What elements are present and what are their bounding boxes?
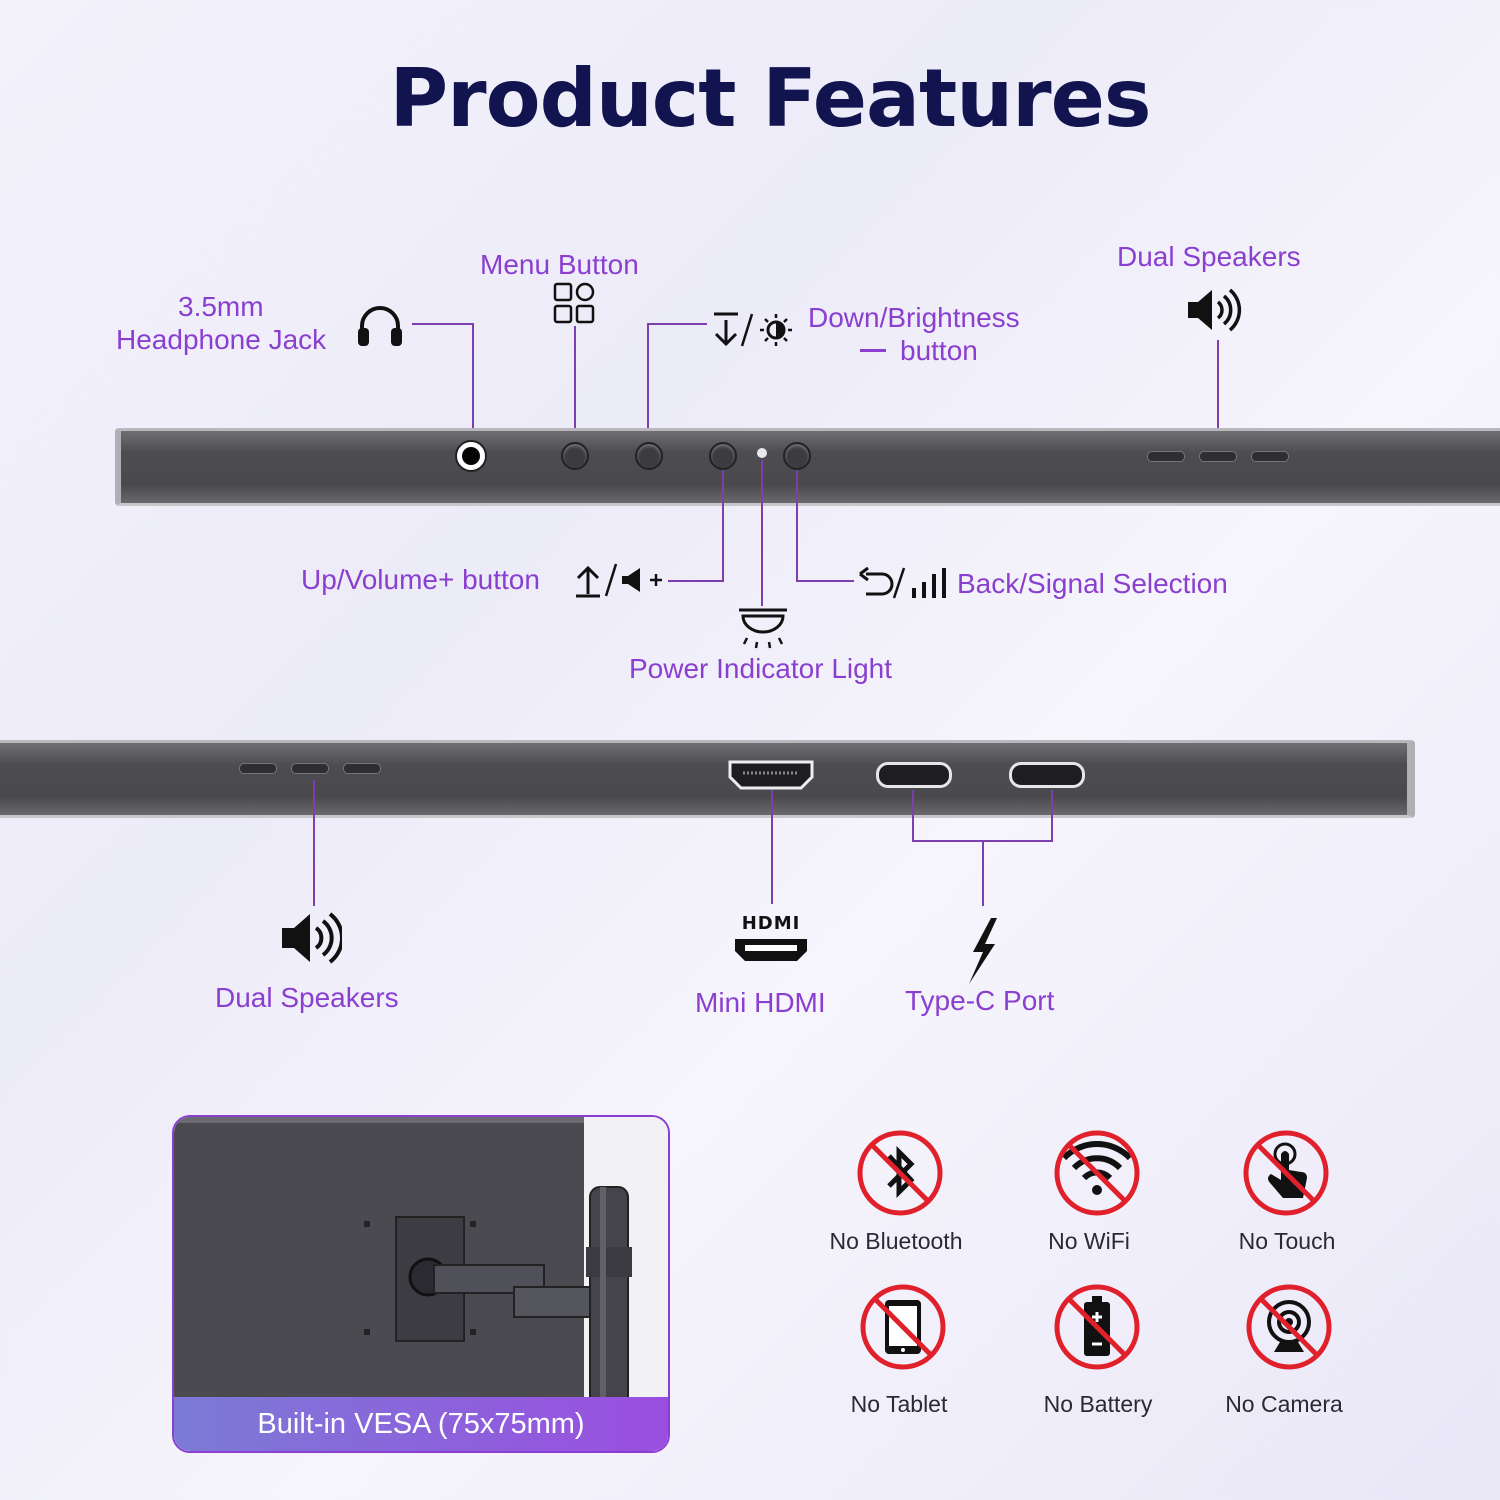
- connector-line: [796, 580, 854, 582]
- usb-c-port-2: [1009, 762, 1085, 788]
- vesa-card: Built-in VESA (75x75mm): [172, 1115, 670, 1453]
- monitor-top-edge: [115, 428, 1500, 506]
- up-volume-icon: [570, 560, 668, 600]
- connector-line: [722, 470, 724, 582]
- monitor-side-edge: [0, 740, 1415, 818]
- no-camera-icon: [1244, 1282, 1334, 1372]
- up-volume-label: Up/Volume+ button: [301, 564, 540, 595]
- connector-line: [796, 470, 798, 582]
- speaker-slot: [291, 763, 329, 774]
- no-tablet-icon: [858, 1282, 948, 1372]
- speaker-icon: [1186, 286, 1242, 334]
- speaker-slot: [1147, 451, 1185, 462]
- no-camera-label: No Camera: [1225, 1391, 1343, 1417]
- mini-hdmi-label: Mini HDMI: [695, 987, 826, 1018]
- no-touch-icon: [1241, 1128, 1331, 1218]
- connector-line: [912, 790, 914, 842]
- connector-line: [412, 323, 474, 325]
- minus-dash: [860, 349, 886, 352]
- down-brightness-label: Down/Brightness: [808, 302, 1020, 333]
- down-brightness-icon: [708, 310, 800, 350]
- menu-hw-button: [561, 442, 589, 470]
- power-light-icon: [737, 606, 789, 650]
- connector-line: [1051, 790, 1053, 842]
- connector-line: [1217, 340, 1219, 434]
- down-hw-button: [635, 442, 663, 470]
- no-bluetooth-label: No Bluetooth: [829, 1228, 963, 1254]
- power-indicator-label: Power Indicator Light: [629, 653, 893, 684]
- connector-line: [647, 323, 707, 325]
- dual-speakers-top-label: Dual Speakers: [1117, 241, 1301, 272]
- headphone-jack: [455, 440, 487, 472]
- connector-line: [472, 323, 474, 439]
- type-c-label: Type-C Port: [905, 985, 1055, 1016]
- back-signal-icon: [856, 564, 950, 600]
- no-battery-label: No Battery: [1043, 1391, 1153, 1417]
- usb-c-port-1: [876, 762, 952, 788]
- connector-line: [668, 580, 724, 582]
- no-bluetooth-icon: [855, 1128, 945, 1218]
- connector-line: [574, 326, 576, 440]
- back-hw-button: [783, 442, 811, 470]
- no-battery-icon: [1052, 1282, 1142, 1372]
- up-hw-button: [709, 442, 737, 470]
- page-title: Product Features: [389, 52, 1152, 145]
- menu-label: Menu Button: [480, 249, 639, 280]
- menu-icon: [553, 282, 595, 324]
- speaker-slot: [1199, 451, 1237, 462]
- hdmi-logo-text: HDMI: [741, 913, 801, 934]
- speaker-slot: [343, 763, 381, 774]
- headphone-label-line1: 3.5mm: [178, 291, 264, 322]
- vesa-caption: Built-in VESA (75x75mm): [174, 1397, 668, 1451]
- headphone-icon: [354, 300, 406, 350]
- vesa-illustration: [174, 1117, 668, 1451]
- back-signal-label: Back/Signal Selection: [957, 568, 1228, 599]
- hdmi-icon: HDMI: [733, 913, 809, 965]
- no-tablet-label: No Tablet: [850, 1391, 948, 1417]
- headphone-label-line2: Headphone Jack: [116, 324, 327, 355]
- dual-speakers-bottom-label: Dual Speakers: [215, 982, 399, 1013]
- speaker-slot: [239, 763, 277, 774]
- speaker-slot: [1251, 451, 1289, 462]
- connector-line: [647, 323, 649, 439]
- connector-line: [761, 460, 763, 606]
- no-wifi-icon: [1052, 1128, 1142, 1218]
- mini-hdmi-port: [727, 759, 815, 791]
- down-brightness-label-2: button: [900, 335, 978, 366]
- lightning-icon: [963, 916, 1001, 986]
- no-touch-label: No Touch: [1238, 1228, 1336, 1254]
- speaker-icon: [280, 910, 342, 966]
- power-led: [757, 448, 767, 458]
- connector-line: [982, 840, 984, 906]
- no-wifi-label: No WiFi: [1048, 1228, 1130, 1254]
- connector-line: [313, 780, 315, 906]
- connector-line: [771, 790, 773, 904]
